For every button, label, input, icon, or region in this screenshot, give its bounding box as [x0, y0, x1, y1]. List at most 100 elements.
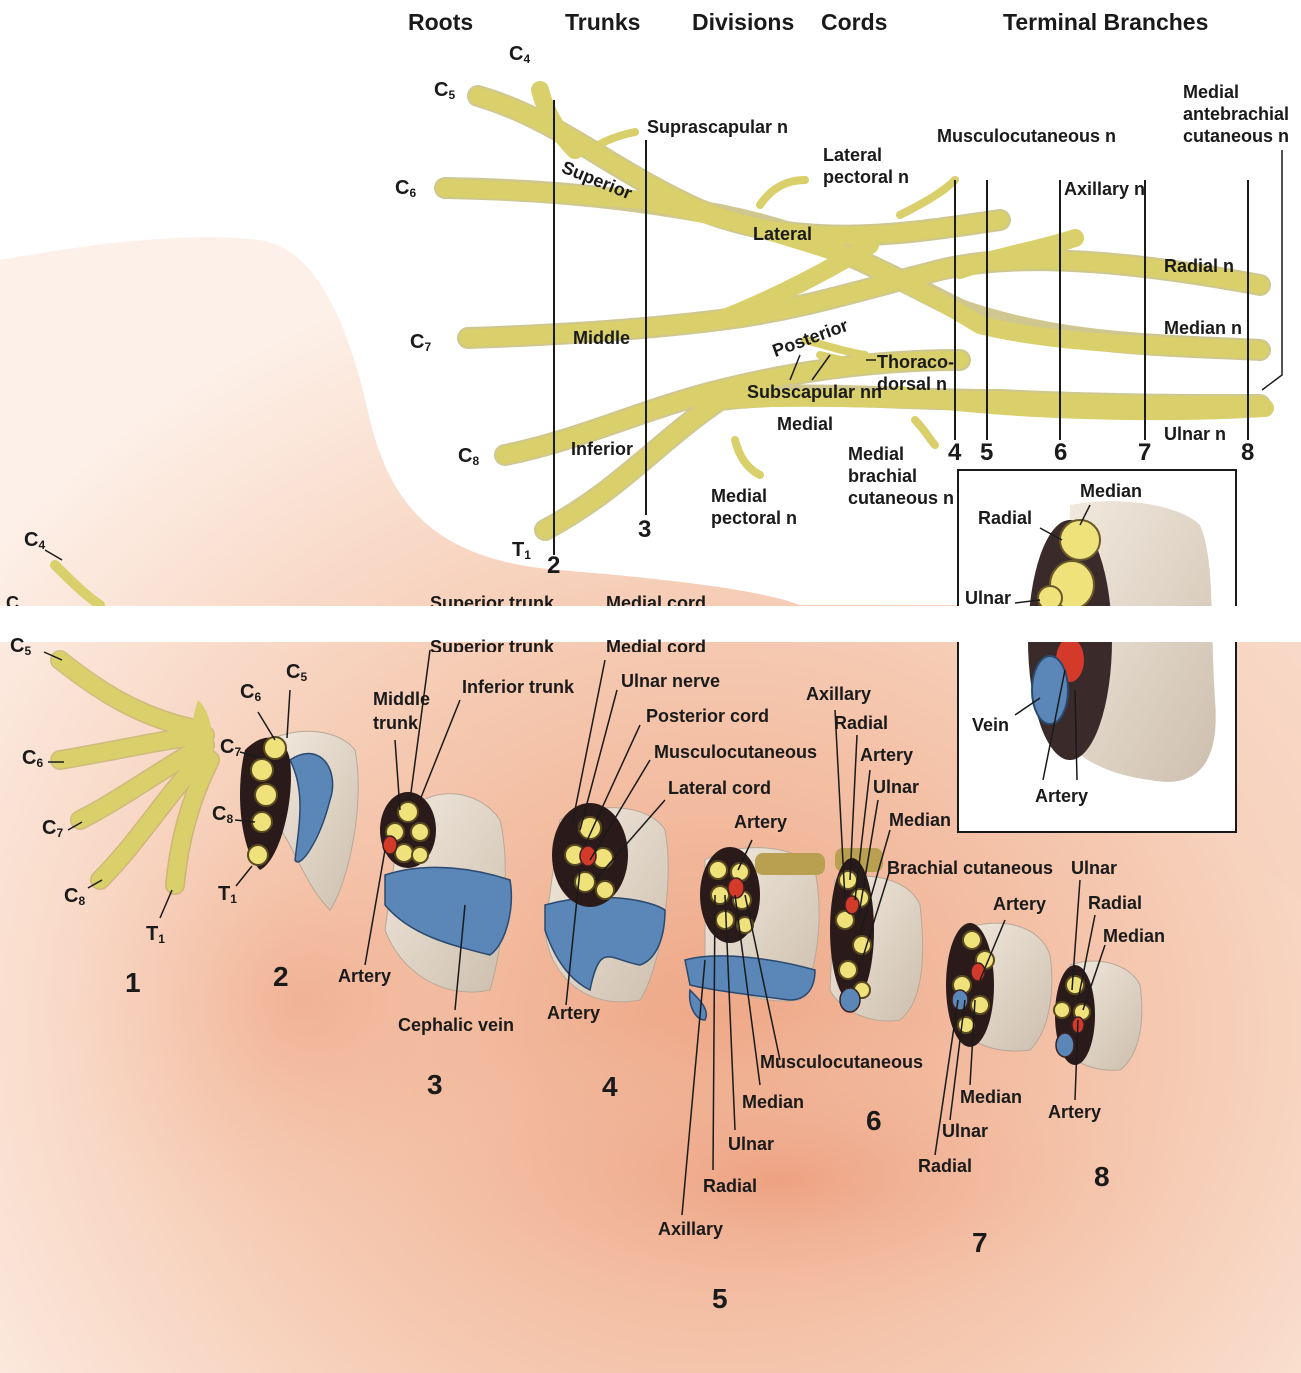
lateral-cord-label: Lateral [753, 225, 812, 244]
section-4-nerve-4 [596, 881, 614, 899]
section-number-4-upper: 4 [948, 440, 961, 465]
section-7-vein [952, 990, 968, 1010]
suprascapular-label: Suprascapular n [647, 118, 788, 137]
lower-c8-label: C8 [64, 886, 85, 908]
section-number-7-upper: 7 [1138, 440, 1151, 465]
section-7-nerve-0 [963, 931, 981, 949]
s5-musculocutaneous-label: Musculocutaneous [760, 1053, 923, 1072]
cut-c-label: C [6, 594, 19, 606]
medial-antebrachial-label-3: cutaneous n [1183, 127, 1289, 146]
s3-superior-trunk-label: Superior trunk [430, 638, 554, 652]
root-c7-label: C7 [410, 332, 431, 354]
s5-radial-label: Radial [703, 1177, 757, 1196]
s6-brachial-cutaneous-label: Brachial cutaneous [887, 859, 1053, 878]
s2-t1-label: T1 [218, 884, 237, 906]
section-number-5-upper: 5 [980, 440, 993, 465]
s4-musculocutaneous-label: Musculocutaneous [654, 743, 817, 762]
section-5-artery [728, 878, 744, 898]
section-3-nerve-4 [412, 847, 428, 863]
s3-artery-label: Artery [338, 967, 391, 986]
inset-ulnar-label: Ulnar [965, 589, 1011, 608]
s4-posterior-cord-label: Posterior cord [646, 707, 769, 726]
header-divisions: Divisions [692, 10, 794, 34]
s2-c7-label: C7 [220, 737, 241, 759]
inferior-trunk-label: Inferior [571, 440, 633, 459]
section-number-2-upper: 2 [547, 553, 560, 578]
s6-axillary-label: Axillary [806, 685, 871, 704]
section-3-nerve-3 [395, 844, 413, 862]
section-number-4: 4 [602, 1072, 618, 1101]
section-number-3-upper: 3 [638, 517, 651, 542]
inset-median-label: Median [1080, 482, 1142, 501]
s5-axillary-label: Axillary [658, 1220, 723, 1239]
s3-inferior-trunk-label: Inferior trunk [462, 678, 574, 697]
section-5-nerve-4 [716, 911, 734, 929]
s7-median-label: Median [960, 1088, 1022, 1107]
root-t1-label: T1 [512, 540, 531, 562]
header-trunks: Trunks [565, 10, 640, 34]
section-8-vein [1056, 1033, 1074, 1057]
section-number-6: 6 [866, 1106, 882, 1135]
s3-middle-trunk-label-2: trunk [373, 714, 418, 733]
lateral-pectoral-label-2: pectoral n [823, 168, 909, 187]
section-3-nerve-0 [398, 802, 418, 822]
musculocutaneous-label: Musculocutaneous n [937, 127, 1116, 146]
s4-artery-label: Artery [547, 1004, 600, 1023]
header-roots: Roots [408, 10, 473, 34]
section-5-nerve-2 [711, 886, 729, 904]
section-2-nerve-4 [248, 845, 268, 865]
s8-artery-label: Artery [1048, 1103, 1101, 1122]
cut-strip [0, 606, 1301, 642]
s7-ulnar-label: Ulnar [942, 1122, 988, 1141]
s6-median-label: Median [889, 811, 951, 830]
s8-radial-label: Radial [1088, 894, 1142, 913]
root-c6-label: C6 [395, 178, 416, 200]
section-number-2: 2 [273, 962, 289, 991]
lateral-pectoral-label-1: Lateral [823, 146, 882, 165]
s5-ulnar-label: Ulnar [728, 1135, 774, 1154]
lower-c7-label: C7 [42, 818, 63, 840]
medial-antebrachial-label-1: Medial [1183, 83, 1239, 102]
medial-pectoral-label-1: Medial [711, 487, 767, 506]
lower-c6-label: C6 [22, 748, 43, 770]
section-number-7: 7 [972, 1228, 988, 1257]
root-c8-label: C8 [458, 446, 479, 468]
section-5-tube [755, 853, 825, 875]
header-cords: Cords [821, 10, 887, 34]
section-number-8: 8 [1094, 1162, 1110, 1191]
s6-radial-label: Radial [834, 714, 888, 733]
subscapular-label: Subscapular nn [747, 383, 882, 402]
medial-pectoral-label-2: pectoral n [711, 509, 797, 528]
ulnar-nerve-label: Ulnar n [1164, 425, 1226, 444]
s5-median-label: Median [742, 1093, 804, 1112]
inset-artery-label: Artery [1035, 787, 1088, 806]
s5-artery-label: Artery [734, 813, 787, 832]
s6-ulnar-label: Ulnar [873, 778, 919, 797]
axillary-nerve-label: Axillary n [1064, 180, 1145, 199]
s2-c6-label: C6 [240, 682, 261, 704]
section-6-artery [845, 896, 859, 914]
medial-antebrachial-label-2: antebrachial [1183, 105, 1289, 124]
section-number-8-upper: 8 [1241, 440, 1254, 465]
root-c5-label: C5 [434, 80, 455, 102]
section-7-nerve-4 [958, 1017, 974, 1033]
header-terminal-branches: Terminal Branches [1003, 10, 1208, 34]
s4-lateral-cord-label: Lateral cord [668, 779, 771, 798]
section-2-nerve-2 [255, 784, 277, 806]
section-number-6-upper: 6 [1054, 440, 1067, 465]
s7-radial-label: Radial [918, 1157, 972, 1176]
section-number-5: 5 [712, 1284, 728, 1313]
radial-nerve-label: Radial n [1164, 257, 1234, 276]
lower-c5-label: C5 [10, 636, 31, 658]
s2-c8-label: C8 [212, 804, 233, 826]
medial-brachial-label-1: Medial [848, 445, 904, 464]
thoracodorsal-label-1: Thoraco- [877, 353, 954, 372]
s8-ulnar-label: Ulnar [1071, 859, 1117, 878]
cut-medial-cord-label: Medial cord [606, 594, 706, 606]
section-number-1: 1 [125, 968, 141, 997]
medial-cord-label: Medial [777, 415, 833, 434]
section-number-3: 3 [427, 1070, 443, 1099]
middle-trunk-label: Middle [573, 329, 630, 348]
s2-c5-label: C5 [286, 662, 307, 684]
